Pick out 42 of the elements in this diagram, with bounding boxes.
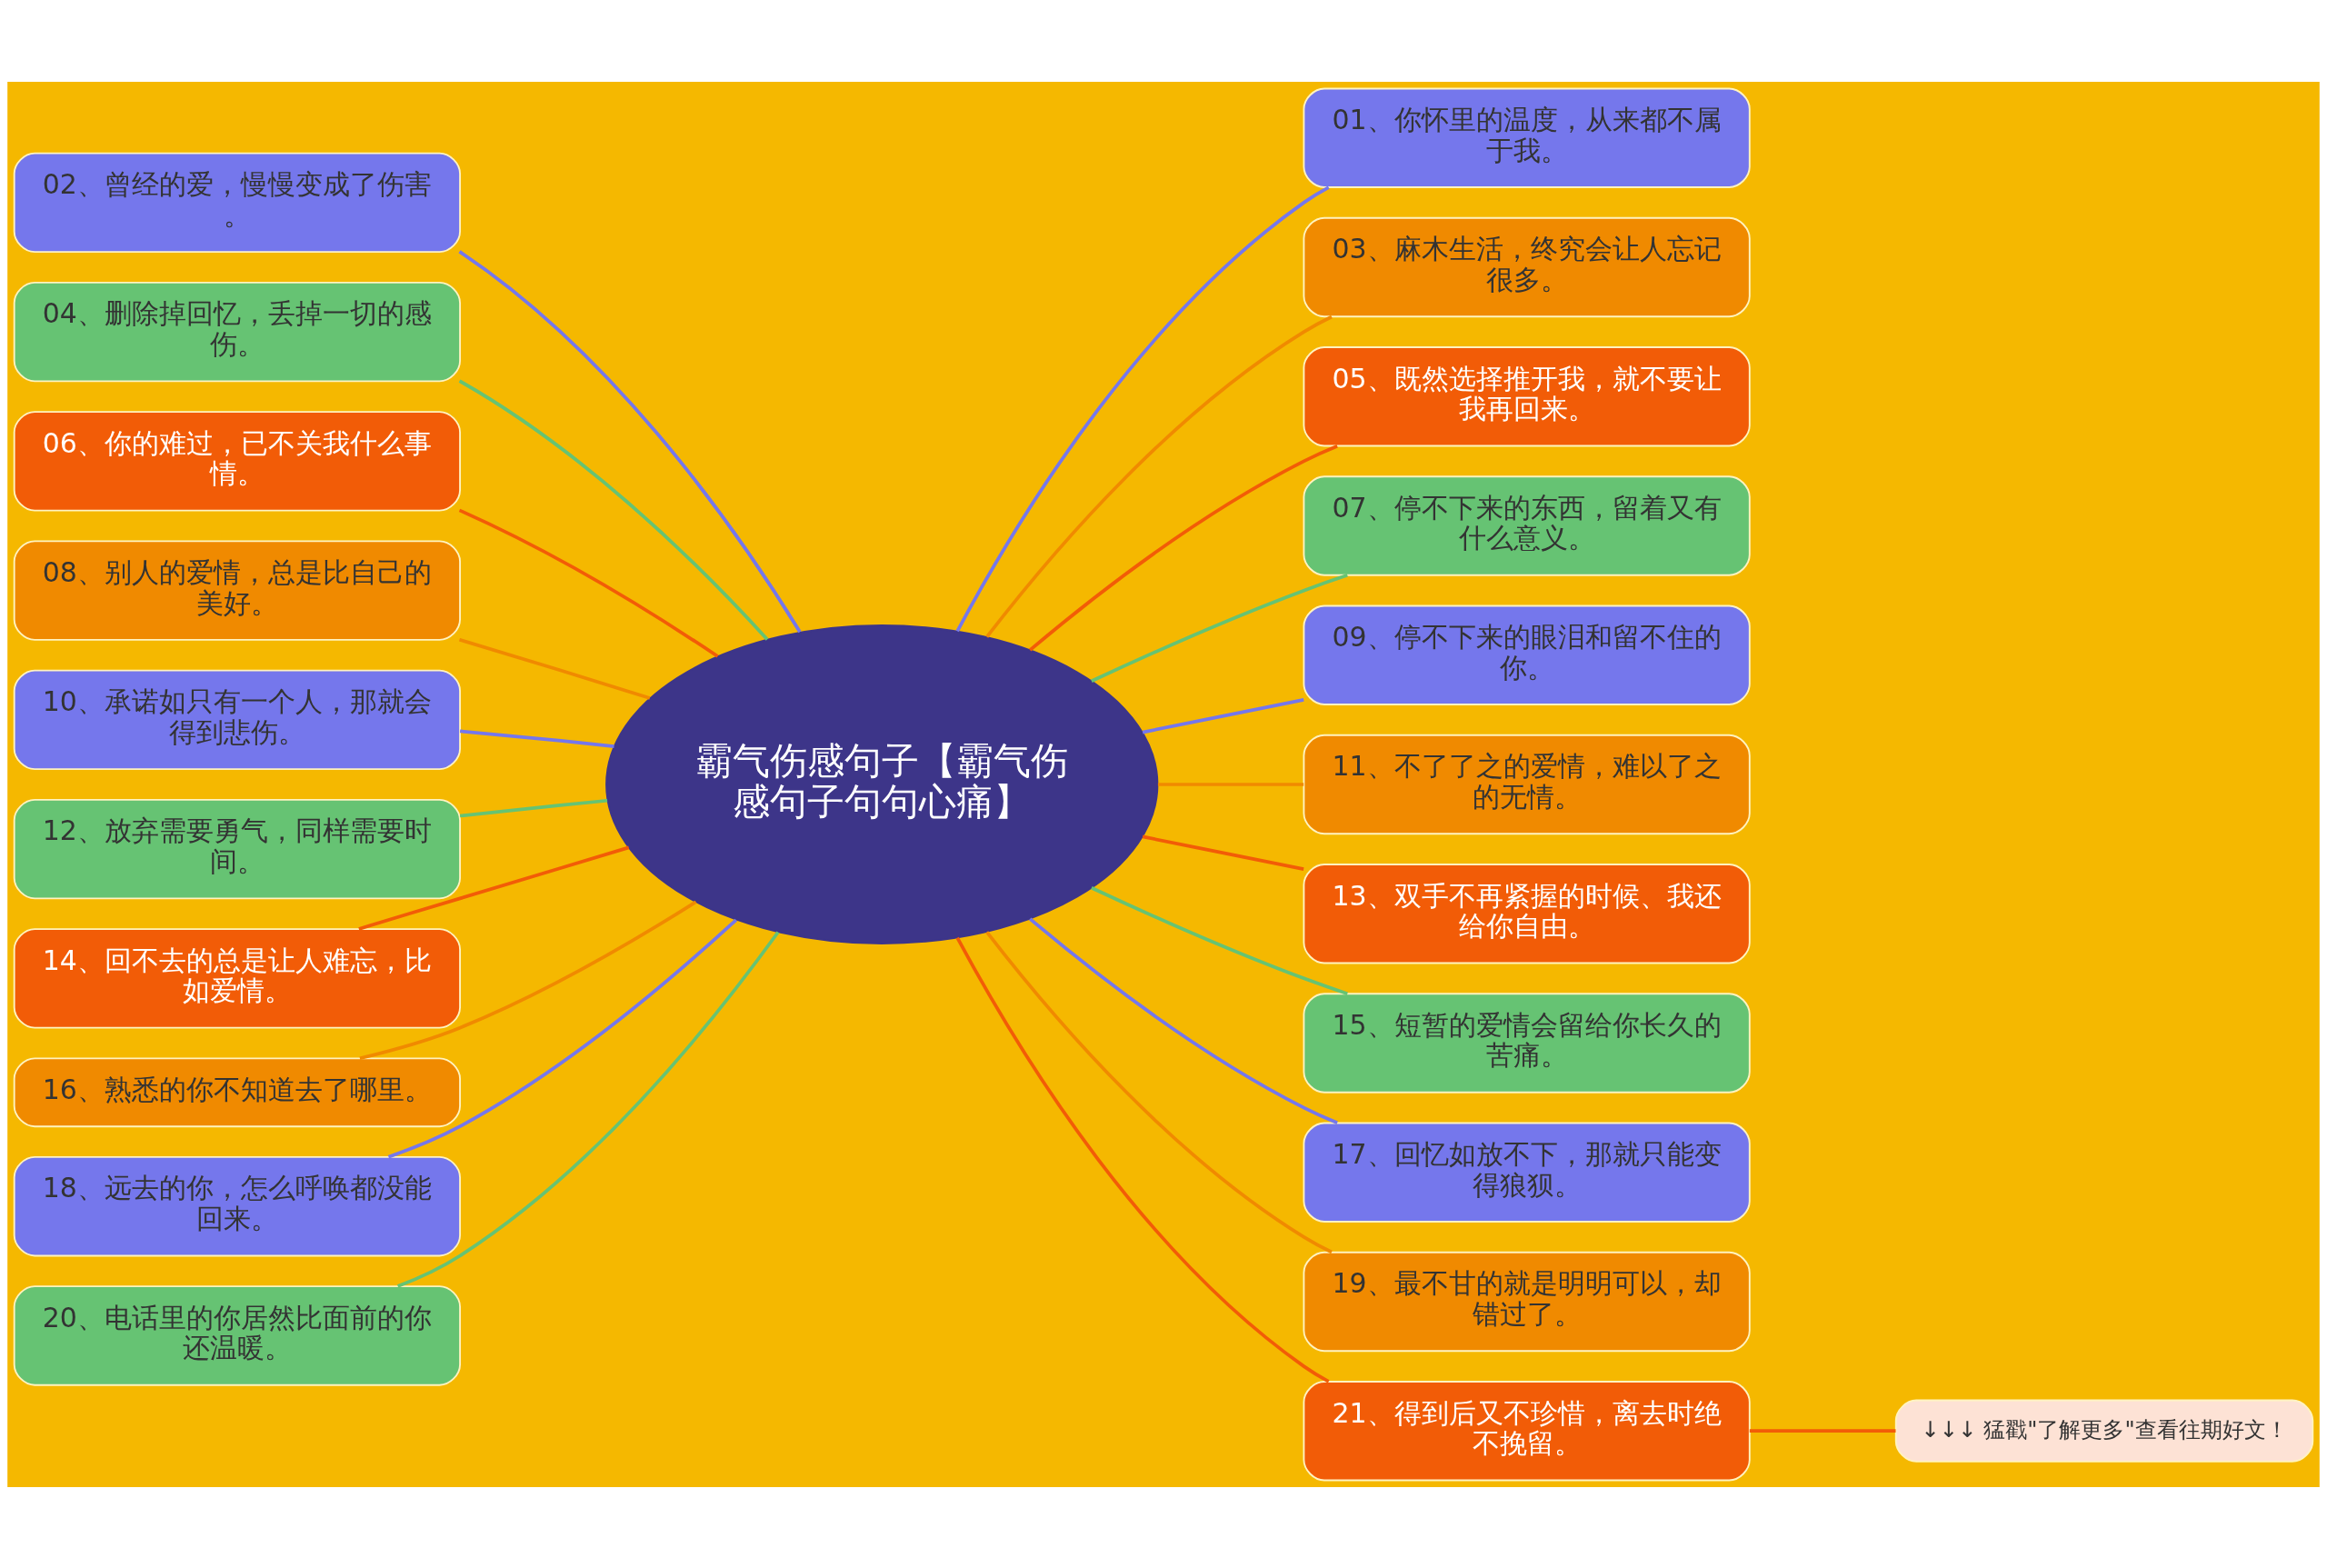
node-box: 16、熟悉的你不知道去了哪里。 — [13, 1056, 461, 1127]
node-box: 19、最不甘的就是明明可以，却错过了。 — [1303, 1251, 1751, 1352]
node-box: 12、放弃需要勇气，同样需要时间。 — [13, 798, 461, 899]
node-box: 18、远去的你，怎么呼唤都没能回来。 — [13, 1155, 461, 1256]
connector — [955, 936, 1330, 1383]
node-box: 13、双手不再紧握的时候、我还给你自由。 — [1303, 863, 1751, 964]
connector — [1142, 697, 1304, 734]
connector — [1029, 916, 1338, 1124]
node-box: 03、麻木生活，终究会让人忘记很多。 — [1303, 216, 1751, 317]
node-box: 17、回忆如放不下，那就只能变得狼狈。 — [1303, 1122, 1751, 1223]
node-box: 21、得到后又不珍惜，离去时绝不挽留。 — [1303, 1380, 1751, 1481]
node-box: 02、曾经的爱，慢慢变成了伤害。 — [13, 152, 461, 253]
node-box: 09、停不下来的眼泪和留不住的你。 — [1303, 604, 1751, 705]
connector — [955, 185, 1330, 632]
connector — [1749, 1428, 1896, 1433]
connector — [1029, 444, 1338, 652]
connector — [387, 918, 738, 1158]
node-box: ↓↓↓ 猛戳"了解更多"查看往期好文！ — [1894, 1399, 2314, 1463]
node-box: 05、既然选择推开我，就不要让我再回来。 — [1303, 345, 1751, 446]
connector — [1091, 885, 1348, 995]
node-box: 06、你的难过，已不关我什么事情。 — [13, 410, 461, 512]
node-box: 10、承诺如只有一个人，那就会得到悲伤。 — [13, 669, 461, 770]
node-box: 01、你怀里的温度，从来都不属于我。 — [1303, 87, 1751, 188]
connector — [1157, 782, 1304, 786]
connector — [396, 930, 780, 1288]
node-ellipse: 霸气伤感句子【霸气伤感句子句句心痛】 — [605, 624, 1159, 944]
node-box: 11、不了了之的爱情，难以了之的无情。 — [1303, 734, 1751, 834]
connector — [459, 798, 608, 817]
node-box: 20、电话里的你居然比面前的你还温暖。 — [13, 1284, 461, 1386]
connector — [1091, 573, 1348, 683]
connector — [1142, 834, 1304, 871]
connector — [358, 845, 630, 931]
node-box: 15、短暂的爱情会留给你长久的苦痛。 — [1303, 992, 1751, 1094]
node-box: 08、别人的爱情，总是比自己的美好。 — [13, 539, 461, 641]
node-box: 07、停不下来的东西，留着又有什么意义。 — [1303, 474, 1751, 576]
node-box: 14、回不去的总是让人难忘，比如爱情。 — [13, 927, 461, 1029]
connector — [458, 379, 769, 641]
connector — [459, 728, 614, 748]
connector — [458, 508, 719, 658]
node-box: 04、删除掉回忆，丢掉一切的感伤。 — [13, 281, 461, 382]
connector — [458, 637, 651, 700]
connector — [458, 249, 802, 633]
